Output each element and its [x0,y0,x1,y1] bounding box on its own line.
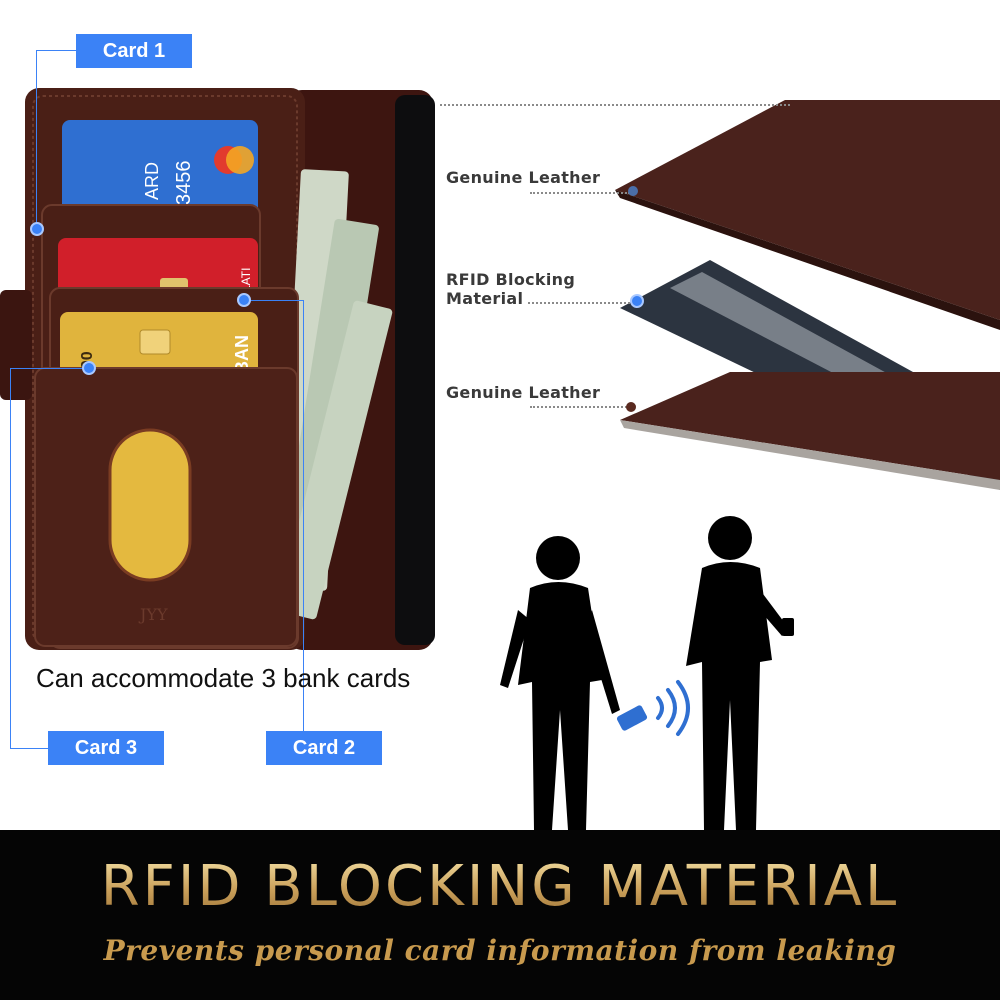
banner-subtitle: Prevents personal card information from … [103,934,897,967]
card3-marker [82,361,96,375]
card1-label: Card 1 [76,34,192,68]
card-blue-text: ARD [142,162,162,200]
bottom-banner [0,830,1000,1000]
phone-edge [395,95,435,645]
card2-label: Card 2 [266,731,382,765]
skimmed-card-icon [616,705,648,731]
layer-top-leather [615,100,1000,320]
wallet-illustration: 3456 ARD PLATI BAN 300 JYY [0,88,435,650]
layer-label-top: Genuine Leather [446,168,601,187]
people-silhouettes [500,516,794,830]
card-gold-text: BAN [232,335,252,374]
brand-mark: JYY [138,605,168,624]
person-silhouette-right [686,516,794,830]
id-window [108,428,192,582]
card3-label: Card 3 [48,731,164,765]
card2-marker [237,293,251,307]
capacity-caption: Can accommodate 3 bank cards [36,663,411,693]
wallet-snap-tab [0,290,32,400]
layer-label-middle-2: Material [446,289,524,308]
material-layers-illustration [615,100,1000,490]
card1-marker [30,222,44,236]
card-blue-number: 3456 [173,161,195,206]
person-silhouette-left [500,536,620,830]
wireless-signal-icon [656,680,690,736]
layer-label-middle-1: RFID Blocking [446,270,576,289]
banner-title: RFID BLOCKING MATERIAL [0,854,1000,919]
layer-bottom-leather [620,372,1000,480]
layer-label-bottom: Genuine Leather [446,383,601,402]
